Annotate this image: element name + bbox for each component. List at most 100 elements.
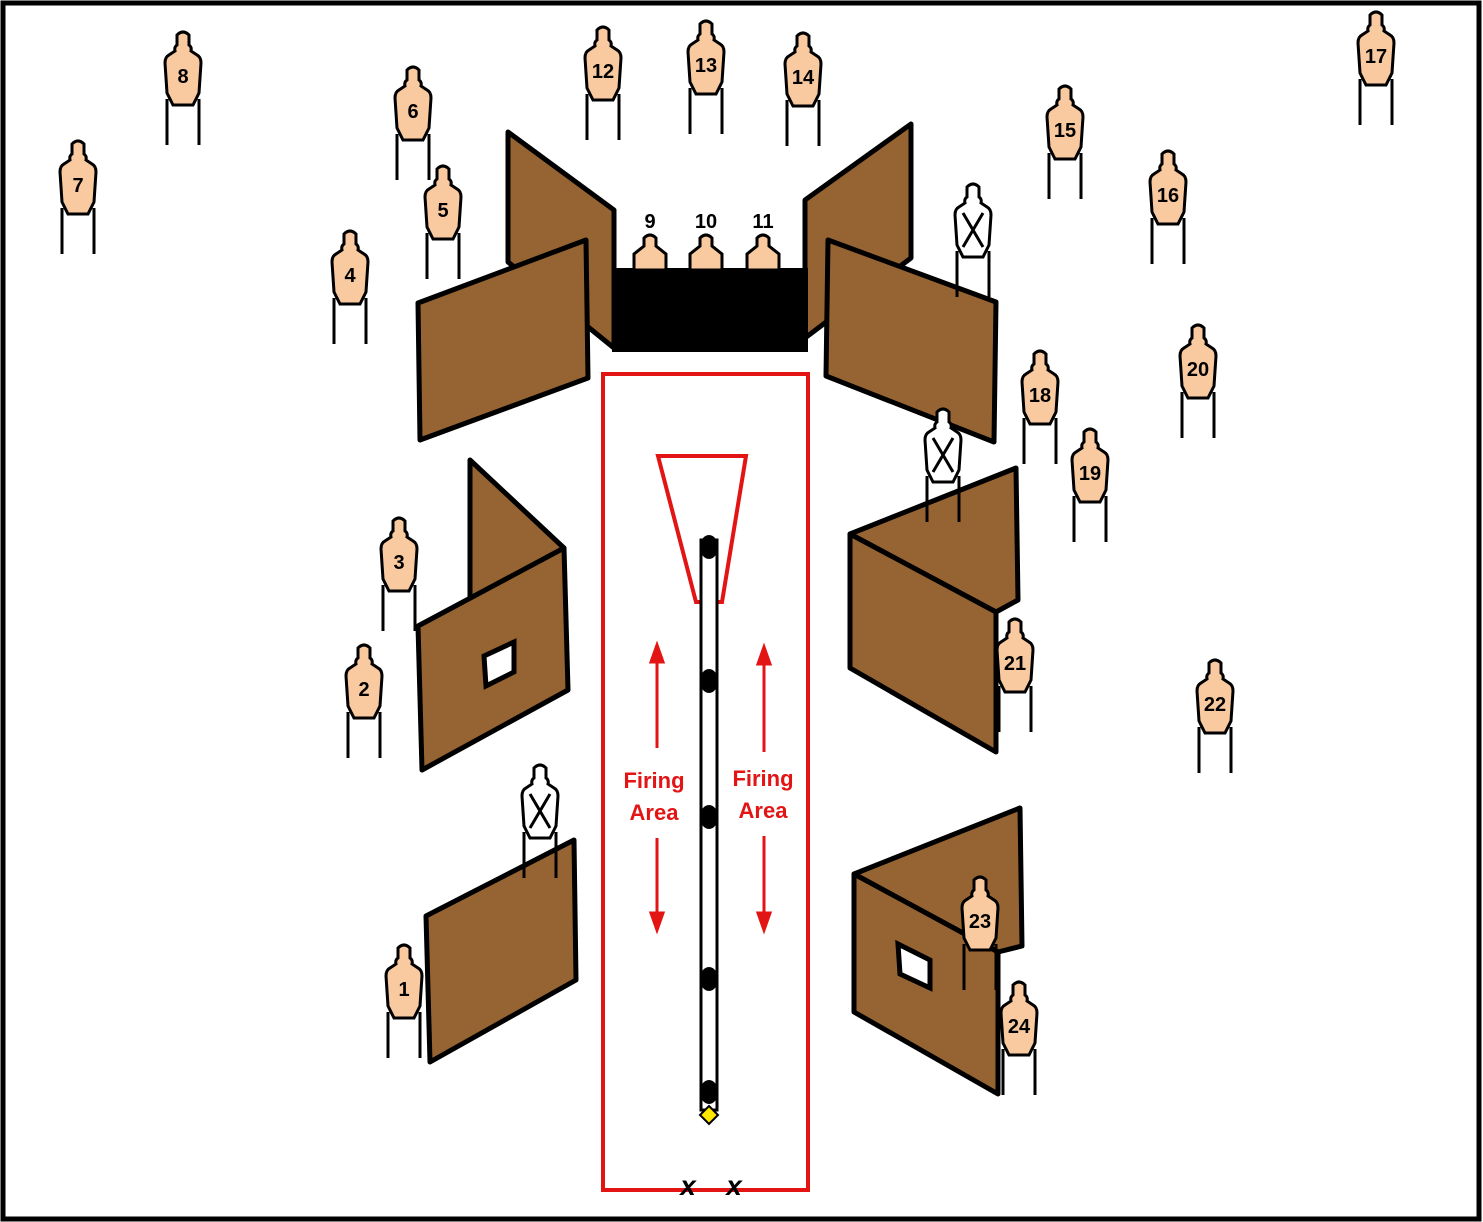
target-16: 16 bbox=[1148, 149, 1188, 264]
target-label: 20 bbox=[1187, 359, 1209, 381]
firing-area-funnel bbox=[655, 454, 749, 604]
target-silhouette bbox=[1178, 323, 1218, 400]
firing-area-label-left-2: Area bbox=[630, 800, 680, 825]
target-silhouette bbox=[393, 65, 433, 142]
no-shoot-x-mark bbox=[528, 793, 552, 829]
target-12: 12 bbox=[583, 25, 623, 140]
target-22: 22 bbox=[1195, 658, 1235, 773]
wall-top-right-front bbox=[823, 237, 999, 445]
target-silhouette bbox=[783, 31, 823, 108]
target-21: 21 bbox=[995, 617, 1035, 732]
target-silhouette bbox=[330, 229, 370, 306]
target-1: 1 bbox=[384, 943, 424, 1058]
target-label: 19 bbox=[1079, 463, 1101, 485]
target-18: 18 bbox=[1020, 349, 1060, 464]
target-5: 5 bbox=[423, 164, 463, 279]
target-silhouette bbox=[632, 233, 668, 272]
firing-area-label-right-2: Area bbox=[739, 798, 789, 823]
target-label: 21 bbox=[1004, 653, 1026, 675]
target-silhouette bbox=[423, 164, 463, 241]
target-6: 6 bbox=[393, 65, 433, 180]
target-label: 18 bbox=[1029, 385, 1051, 407]
firing-area-label-right-1: Firing bbox=[732, 766, 793, 791]
target-label: 5 bbox=[437, 200, 448, 222]
fault-mark-right: x bbox=[724, 1170, 743, 1201]
wall-mid-right-front bbox=[847, 531, 999, 755]
target-silhouette bbox=[163, 30, 203, 107]
target-label: 1 bbox=[398, 979, 409, 1001]
track-markers bbox=[700, 535, 718, 1104]
target-silhouette bbox=[1045, 84, 1085, 161]
target-silhouette bbox=[344, 643, 384, 720]
target-label: 12 bbox=[592, 61, 614, 83]
no-shoot-target bbox=[953, 182, 993, 297]
wall-top-left-front bbox=[415, 237, 591, 443]
target-3: 3 bbox=[379, 516, 419, 631]
target-label: 9 bbox=[644, 211, 655, 233]
target-23: 23 bbox=[960, 875, 1000, 990]
target-silhouette bbox=[583, 25, 623, 102]
target-silhouette bbox=[960, 875, 1000, 952]
target-4: 4 bbox=[330, 229, 370, 344]
target-19: 19 bbox=[1070, 427, 1110, 542]
target-label: 4 bbox=[344, 265, 356, 287]
port-bottom-right bbox=[895, 939, 933, 992]
start-position-marker bbox=[698, 1104, 720, 1126]
target-label: 3 bbox=[393, 552, 404, 574]
target-label: 14 bbox=[792, 67, 815, 89]
target-13: 13 bbox=[686, 19, 726, 134]
target-11: 11 bbox=[745, 211, 781, 272]
no-shoot-x-mark bbox=[931, 437, 955, 473]
target-14: 14 bbox=[783, 31, 823, 146]
target-8: 8 bbox=[163, 30, 203, 145]
firing-area-arrows bbox=[648, 640, 773, 935]
target-label: 10 bbox=[695, 211, 717, 233]
firing-area-boundary bbox=[601, 372, 810, 1192]
target-label: 23 bbox=[969, 911, 991, 933]
target-silhouette bbox=[745, 233, 781, 272]
no-shoot-x-mark bbox=[961, 212, 985, 248]
target-20: 20 bbox=[1178, 323, 1218, 438]
target-label: 15 bbox=[1054, 120, 1076, 142]
hard-cover-barrier bbox=[612, 268, 808, 352]
target-label: 13 bbox=[695, 55, 717, 77]
target-17: 17 bbox=[1356, 10, 1396, 125]
target-silhouette bbox=[58, 139, 98, 216]
target-label: 11 bbox=[752, 211, 773, 233]
target-label: 8 bbox=[177, 66, 188, 88]
no-shoot-layer bbox=[520, 182, 993, 878]
target-silhouette bbox=[999, 980, 1039, 1057]
target-label: 17 bbox=[1365, 46, 1387, 68]
target-silhouette bbox=[1356, 10, 1396, 87]
target-silhouette bbox=[686, 19, 726, 96]
target-silhouette bbox=[995, 617, 1035, 694]
target-silhouette bbox=[1148, 149, 1188, 226]
no-shoot-target bbox=[923, 407, 963, 522]
target-silhouette bbox=[1020, 349, 1060, 426]
fault-mark-left: x bbox=[678, 1170, 697, 1201]
port-mid-left bbox=[481, 638, 517, 690]
target-7: 7 bbox=[58, 139, 98, 254]
no-shoot-silhouette bbox=[953, 182, 993, 259]
target-silhouette bbox=[688, 233, 724, 272]
target-2: 2 bbox=[344, 643, 384, 758]
target-10: 10 bbox=[688, 211, 724, 272]
target-label: 22 bbox=[1204, 694, 1226, 716]
target-silhouette bbox=[384, 943, 424, 1020]
target-silhouette bbox=[379, 516, 419, 593]
target-silhouette bbox=[1195, 658, 1235, 735]
target-label: 24 bbox=[1008, 1016, 1031, 1038]
target-24: 24 bbox=[999, 980, 1039, 1095]
target-silhouette bbox=[1070, 427, 1110, 504]
no-shoot-silhouette bbox=[923, 407, 963, 484]
target-label: 6 bbox=[407, 101, 418, 123]
firing-area-label-left-1: Firing bbox=[623, 768, 684, 793]
no-shoot-silhouette bbox=[520, 763, 560, 840]
target-15: 15 bbox=[1045, 84, 1085, 199]
target-label: 16 bbox=[1157, 185, 1179, 207]
target-label: 7 bbox=[72, 175, 83, 197]
target-9: 9 bbox=[632, 211, 668, 272]
